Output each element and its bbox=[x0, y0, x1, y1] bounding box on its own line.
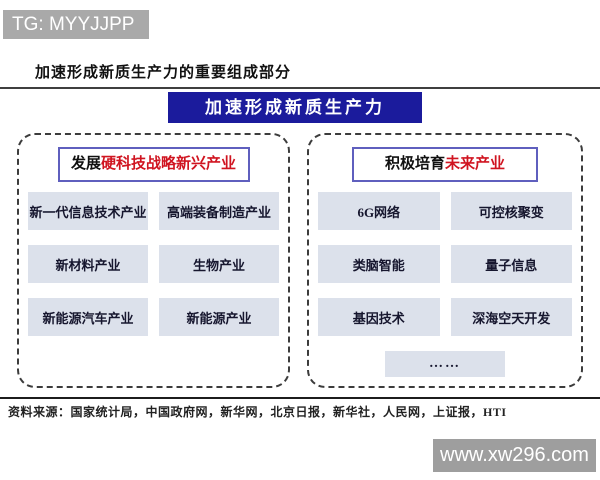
item-quantum-information: 量子信息 bbox=[450, 245, 572, 283]
tg-channel-banner: TG: MYYJJPP bbox=[3, 10, 149, 39]
panel-future-industries: 积极培育未来产业 6G网络 可控核聚变 类脑智能 量子信息 基因技术 深海空天开… bbox=[307, 133, 583, 388]
item-deep-sea-aerospace: 深海空天开发 bbox=[450, 298, 572, 336]
site-watermark: www.xw296.com bbox=[433, 439, 596, 472]
panel-right-header: 积极培育未来产业 bbox=[352, 147, 538, 182]
item-new-energy-vehicles: 新能源汽车产业 bbox=[28, 298, 148, 336]
item-ellipsis-more: …… bbox=[385, 351, 505, 377]
item-new-materials: 新材料产业 bbox=[28, 245, 148, 283]
diagram-root-node: 加速形成新质生产力 bbox=[168, 92, 422, 123]
panel-right-header-highlight: 未来产业 bbox=[445, 156, 506, 172]
title-underline bbox=[0, 87, 600, 89]
item-high-end-equipment: 高端装备制造产业 bbox=[159, 192, 279, 230]
page-title: 加速形成新质生产力的重要组成部分 bbox=[35, 65, 292, 81]
item-gene-technology: 基因技术 bbox=[318, 298, 440, 336]
panel-strategic-emerging-industries: 发展硬科技战略新兴产业 新一代信息技术产业 高端装备制造产业 新材料产业 生物产… bbox=[17, 133, 290, 388]
footer-divider bbox=[0, 397, 600, 399]
item-brain-like-ai: 类脑智能 bbox=[318, 245, 440, 283]
source-note: 资料来源：国家统计局，中国政府网，新华网，北京日报，新华社，人民网，上证报，HT… bbox=[8, 405, 507, 419]
item-controlled-fusion: 可控核聚变 bbox=[450, 192, 572, 230]
item-biotech-industry: 生物产业 bbox=[159, 245, 279, 283]
item-new-energy: 新能源产业 bbox=[159, 298, 279, 336]
panel-left-items: 新一代信息技术产业 高端装备制造产业 新材料产业 生物产业 新能源汽车产业 新能… bbox=[19, 182, 288, 336]
panel-right-items: 6G网络 可控核聚变 类脑智能 量子信息 基因技术 深海空天开发 bbox=[309, 182, 581, 336]
panel-left-header-prefix: 发展 bbox=[70, 156, 101, 172]
panel-left-header-highlight: 硬科技战略新兴产业 bbox=[101, 156, 237, 172]
panel-left-header: 发展硬科技战略新兴产业 bbox=[57, 147, 250, 182]
item-next-gen-it: 新一代信息技术产业 bbox=[28, 192, 148, 230]
panel-right-header-prefix: 积极培育 bbox=[384, 156, 445, 172]
item-6g-network: 6G网络 bbox=[318, 192, 440, 230]
